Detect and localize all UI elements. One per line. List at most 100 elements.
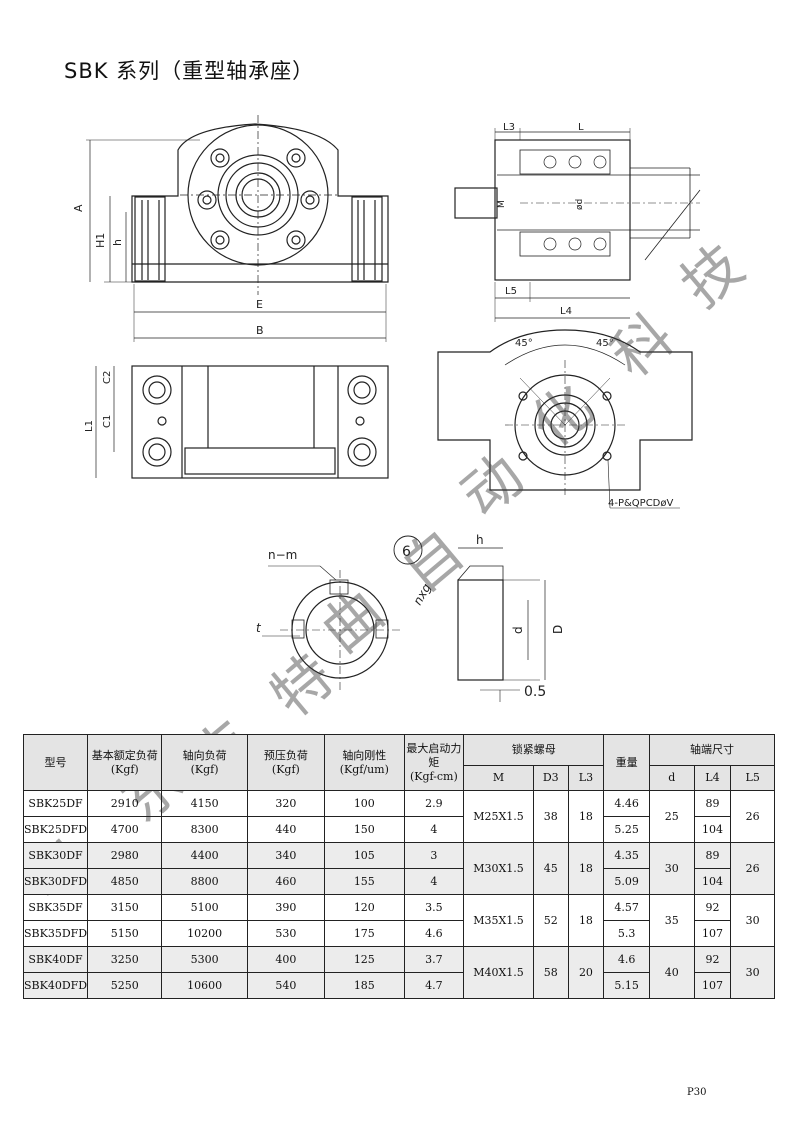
cell-basic-load: 4850 <box>87 868 163 895</box>
cell-shaft-L4: 89 <box>693 842 732 869</box>
dim-D-detail: D <box>551 625 565 634</box>
cell-shaft-L5: 26 <box>730 842 775 895</box>
dim-C2: C2 <box>102 371 113 384</box>
cell-axial-load: 4400 <box>161 842 248 869</box>
cell-basic-load: 3250 <box>87 946 163 973</box>
cell-locknut-L3: 20 <box>567 946 605 999</box>
cell-weight: 4.57 <box>603 894 650 921</box>
cell-locknut-D3: 38 <box>532 790 569 843</box>
cell-preload: 530 <box>246 920 326 947</box>
header-d: d <box>649 765 695 791</box>
cell-max-torque: 2.9 <box>403 790 465 817</box>
cell-preload: 460 <box>246 868 326 895</box>
header-max-torque: 最大启动力矩 (Kgf-cm) <box>403 734 465 791</box>
cell-basic-load: 4700 <box>87 816 163 843</box>
cell-basic-load: 5250 <box>87 972 163 999</box>
header-L5: L5 <box>730 765 775 791</box>
cell-axial-load: 10600 <box>161 972 248 999</box>
cell-shaft-L5: 30 <box>730 894 775 947</box>
header-L4: L4 <box>693 765 732 791</box>
cell-weight: 5.25 <box>603 816 650 843</box>
cell-locknut-M: M25X1.5 <box>463 790 534 843</box>
header-weight: 重量 <box>603 734 650 791</box>
dim-angle-left: 45° <box>515 338 533 349</box>
dim-L5: L5 <box>505 286 517 297</box>
cell-axial-rigidity: 105 <box>324 842 405 869</box>
cell-model: SBK30DFD <box>22 868 89 895</box>
page-number: P30 <box>687 1087 707 1098</box>
cell-axial-load: 8800 <box>161 868 248 895</box>
top-view: C2 C1 L1 <box>84 365 389 479</box>
cell-shaft-L4: 92 <box>693 894 732 921</box>
header-shaft-end: 轴端尺寸 <box>649 734 775 766</box>
spec-table: 型号 基本额定负荷 (Kgf) 轴向负荷 (Kgf) 预压负荷 (Kgf) 轴向… <box>22 734 775 999</box>
cell-model: SBK35DF <box>22 894 89 921</box>
cell-locknut-M: M30X1.5 <box>463 842 534 895</box>
cell-preload: 320 <box>246 790 326 817</box>
dim-C1: C1 <box>102 415 113 428</box>
dim-L4: L4 <box>560 306 572 317</box>
cell-shaft-L4: 89 <box>693 790 732 817</box>
cell-axial-rigidity: 175 <box>324 920 405 947</box>
header-preload: 预压负荷 (Kgf) <box>246 734 326 791</box>
cell-locknut-L3: 18 <box>567 894 605 947</box>
cell-shaft-L4: 104 <box>693 868 732 895</box>
cell-max-torque: 4.6 <box>403 920 465 947</box>
label-nm: n−m <box>268 548 297 562</box>
cell-axial-rigidity: 120 <box>324 894 405 921</box>
cell-max-torque: 3 <box>403 842 465 869</box>
cell-shaft-d: 40 <box>649 946 695 999</box>
cell-max-torque: 4 <box>403 816 465 843</box>
dim-angle-right: 45° <box>596 338 614 349</box>
page-title: SBK 系列（重型轴承座） <box>64 59 315 83</box>
cell-basic-load: 5150 <box>87 920 163 947</box>
cell-basic-load: 2980 <box>87 842 163 869</box>
dim-M: M <box>497 200 507 208</box>
dim-gap: 0.5 <box>524 684 546 700</box>
dim-L3: L3 <box>503 122 515 133</box>
technical-drawings: A H1 h E B L3 L M ød L5 L4 <box>72 115 701 702</box>
header-D3: D3 <box>532 765 569 791</box>
dim-h-detail: h <box>476 533 484 547</box>
cell-locknut-L3: 18 <box>567 790 605 843</box>
cell-axial-rigidity: 185 <box>324 972 405 999</box>
cell-locknut-D3: 45 <box>532 842 569 895</box>
cell-weight: 4.46 <box>603 790 650 817</box>
cell-axial-load: 5100 <box>161 894 248 921</box>
cell-shaft-d: 35 <box>649 894 695 947</box>
cell-model: SBK35DFD <box>22 920 89 947</box>
cell-locknut-M: M40X1.5 <box>463 946 534 999</box>
cell-shaft-d: 30 <box>649 842 695 895</box>
cell-weight: 5.15 <box>603 972 650 999</box>
cell-shaft-L5: 30 <box>730 946 775 999</box>
dim-B: B <box>256 324 264 337</box>
header-axial-load: 轴向负荷 (Kgf) <box>161 734 248 791</box>
label-t: t <box>256 621 262 635</box>
cell-shaft-L4: 92 <box>693 946 732 973</box>
header-axial-rigidity: 轴向刚性 (Kgf/um) <box>324 734 405 791</box>
cell-preload: 400 <box>246 946 326 973</box>
rear-view: 45° 45° 4-P&QPCDøV <box>437 329 693 509</box>
cell-model: SBK30DF <box>22 842 89 869</box>
cell-weight: 4.6 <box>603 946 650 973</box>
cell-locknut-D3: 52 <box>532 894 569 947</box>
circle-number: 6 <box>402 544 411 560</box>
cell-axial-load: 4150 <box>161 790 248 817</box>
cell-axial-rigidity: 100 <box>324 790 405 817</box>
cell-max-torque: 3.5 <box>403 894 465 921</box>
dim-d-detail: d <box>511 626 525 634</box>
cell-weight: 5.3 <box>603 920 650 947</box>
header-locknut: 锁紧螺母 <box>463 734 605 766</box>
dim-L: L <box>578 122 584 133</box>
cell-max-torque: 3.7 <box>403 946 465 973</box>
side-section-view: L3 L M ød L5 L4 <box>454 122 701 322</box>
cell-max-torque: 4.7 <box>403 972 465 999</box>
cell-shaft-L4: 107 <box>693 920 732 947</box>
cell-shaft-d: 25 <box>649 790 695 843</box>
cell-locknut-L3: 18 <box>567 842 605 895</box>
cell-basic-load: 3150 <box>87 894 163 921</box>
